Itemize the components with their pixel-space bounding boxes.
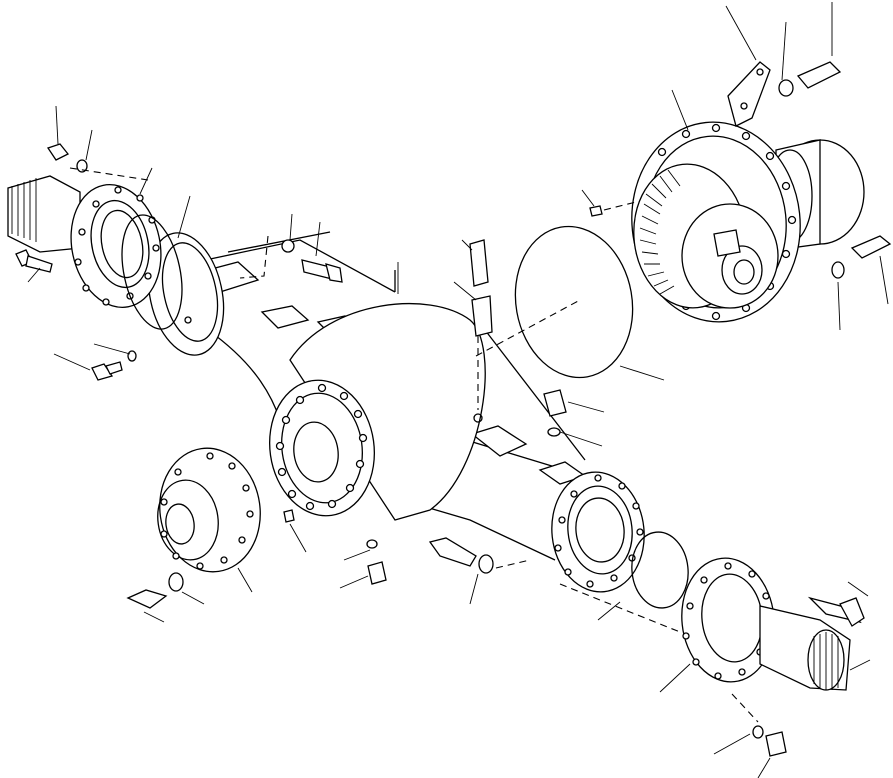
right-axle-shaft-flange: [681, 557, 851, 691]
differential-assembly: [631, 121, 865, 323]
left-axle-shaft-flange: [7, 175, 162, 308]
right-spline-teeth: [813, 632, 839, 690]
cover-bolt-holes: [160, 452, 254, 570]
left-o-ring: [121, 214, 183, 330]
differential-o-ring: [514, 225, 634, 379]
ring-gear-teeth: [639, 169, 681, 295]
mounting-bracket: [727, 61, 771, 127]
breather-valve: [469, 239, 493, 423]
central-ring-bolt-holes: [275, 383, 368, 511]
carrier-bolt-holes: [657, 123, 797, 321]
housing-cover: [157, 447, 261, 573]
right-o-ring: [631, 531, 689, 609]
axle-housing: [147, 231, 645, 593]
right-flange-bolt-holes: [554, 474, 644, 588]
left-spline-teeth: [11, 178, 37, 242]
assembly-center-lines: [69, 167, 759, 723]
leader-lines: [27, 2, 889, 778]
bolts-washers: [15, 61, 892, 757]
